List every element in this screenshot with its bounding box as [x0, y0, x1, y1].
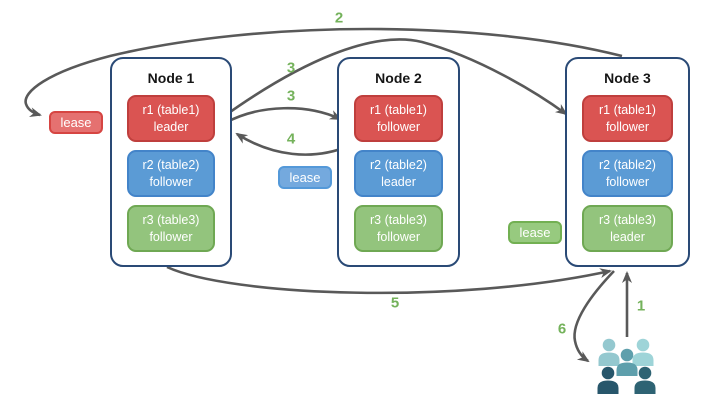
replica-name: r1 (table1): [370, 103, 427, 118]
replica-role: follower: [376, 229, 421, 244]
replica-role: follower: [149, 174, 193, 189]
replica-name: r2 (table2): [142, 158, 200, 173]
node-title: Node 2: [375, 70, 422, 86]
node3-replica-r2-follower: r2 (table2) follower: [582, 150, 673, 197]
arrow-6-node3-to-users: [573, 270, 615, 363]
replica-role: follower: [149, 229, 193, 244]
replica-role: follower: [605, 119, 650, 134]
node-1: Node 1 r1 (table1) leader r2 (table2) fo…: [110, 57, 232, 267]
node2-replica-r3-follower: r3 (table3) follower: [354, 205, 443, 252]
replica-name: r2 (table2): [599, 158, 656, 173]
replica-role: leader: [610, 229, 645, 244]
node1-replica-r2-follower: r2 (table2) follower: [127, 150, 215, 197]
step-label-4: 4: [286, 130, 296, 148]
node-title: Node 1: [147, 70, 195, 86]
replica-role: leader: [381, 174, 416, 189]
step-label-3b: 3: [286, 87, 296, 105]
replica-name: r2 (table2): [370, 158, 427, 173]
arrow-3-node1-to-node3: [222, 38, 568, 119]
lease-badge-table1: lease: [49, 111, 103, 134]
step-label-1: 1: [636, 297, 646, 315]
node-2: Node 2 r1 (table1) follower r2 (table2) …: [337, 57, 460, 267]
step-label-6: 6: [557, 320, 567, 338]
replica-name: r3 (table3): [370, 213, 427, 228]
node-title: Node 3: [604, 70, 651, 86]
replica-name: r3 (table3): [599, 213, 656, 228]
node3-replica-r1-follower: r1 (table1) follower: [582, 95, 673, 142]
node-3: Node 3 r1 (table1) follower r2 (table2) …: [565, 57, 690, 267]
node2-replica-r2-leader: r2 (table2) leader: [354, 150, 443, 197]
lease-badge-table2: lease: [278, 166, 332, 189]
step-label-2: 2: [334, 9, 344, 27]
replica-name: r3 (table3): [142, 213, 200, 228]
arrow-4-node2-to-node1: [235, 132, 350, 156]
arrow-3-node1-to-node2: [224, 106, 342, 125]
replica-role: leader: [153, 119, 189, 134]
step-label-3a: 3: [286, 59, 296, 77]
node3-replica-r3-leader: r3 (table3) leader: [582, 205, 673, 252]
step-label-5: 5: [390, 294, 400, 312]
replica-role: follower: [376, 119, 421, 134]
replica-name: r1 (table1): [142, 103, 200, 118]
lease-badge-table3: lease: [508, 221, 562, 244]
node2-replica-r1-follower: r1 (table1) follower: [354, 95, 443, 142]
arrow-5-node1-to-node3: [166, 265, 612, 295]
replica-role: follower: [605, 174, 650, 189]
users-group-icon: [597, 338, 656, 394]
replica-name: r1 (table1): [599, 103, 656, 118]
node1-replica-r3-follower: r3 (table3) follower: [127, 205, 215, 252]
arrow-2-node3-to-lease1: [24, 27, 623, 118]
node1-replica-r1-leader: r1 (table1) leader: [127, 95, 215, 142]
